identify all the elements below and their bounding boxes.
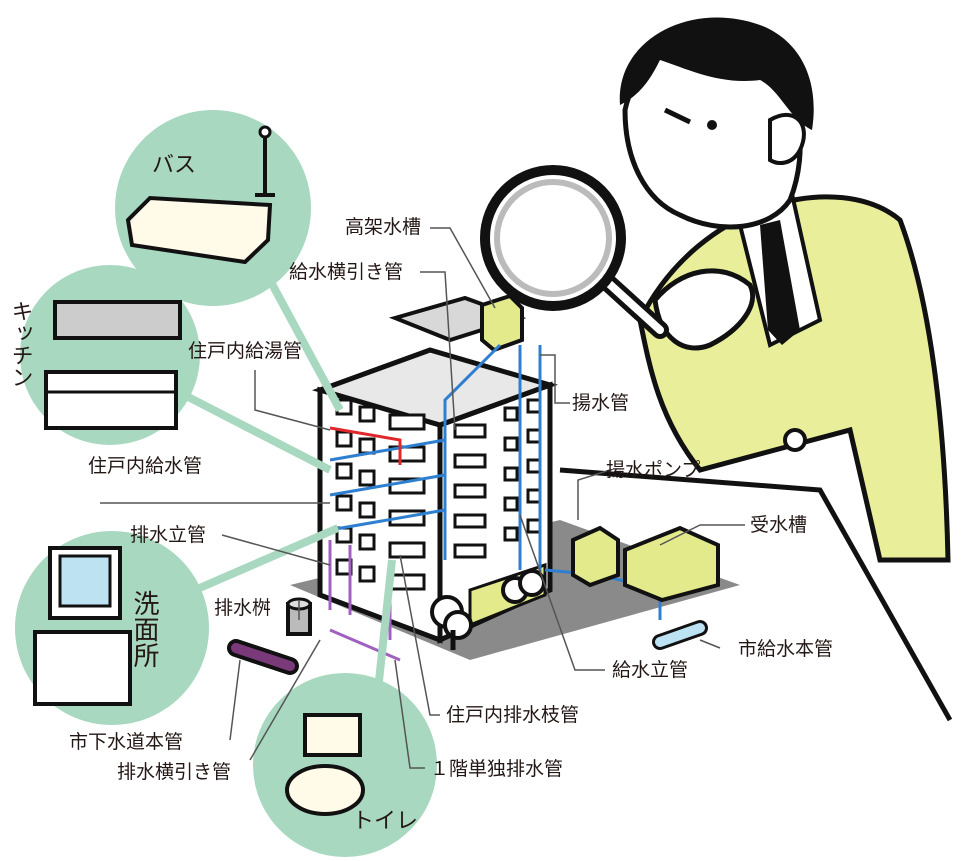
- man-hair: [619, 17, 814, 130]
- label-unit-water-supply-pipe: 住戸内給水管: [88, 455, 202, 477]
- toilet-label: トイレ: [352, 809, 418, 834]
- label-supply-horizontal-pipe: 給水横引き管: [289, 261, 403, 283]
- kitchen-label: キッチン: [8, 300, 33, 388]
- label-city-water-main: 市給水本管: [738, 638, 833, 660]
- tree-icon: [430, 595, 473, 650]
- bath-label: バス: [152, 153, 196, 178]
- desk-edge: [559, 467, 953, 722]
- label-drain-vertical-pipe: 排水立管: [130, 524, 206, 546]
- inspector-man: [559, 17, 953, 722]
- leader-lines: [100, 227, 745, 769]
- receiving-tank: [623, 525, 720, 603]
- building-roof: [311, 347, 559, 428]
- bath-circle: バス: [115, 110, 344, 412]
- magnifying-glass-icon: [480, 165, 669, 339]
- label-unit-hot-water-pipe: 住戸内給湯管: [188, 340, 302, 362]
- toilet-circle: トイレ: [253, 559, 437, 857]
- windows-front: [335, 398, 426, 591]
- pumping-pump: [571, 525, 620, 588]
- city-sewer-main: [227, 639, 299, 675]
- man-eye: [707, 120, 717, 130]
- label-supply-vertical-pipe: 給水立管: [612, 659, 688, 681]
- unit-hot-water-pipe: [329, 426, 402, 465]
- man-ear: [768, 112, 806, 165]
- washroom-circle: 洗面所: [15, 524, 340, 725]
- label-city-sewer-main: 市下水道本管: [69, 731, 183, 753]
- toilet-icon: [285, 713, 365, 816]
- city-water-main: [652, 620, 708, 650]
- label-elevated-tank: 高架水槽: [345, 216, 421, 238]
- unit-water-pipes: [329, 438, 446, 532]
- washbasin-icon: [33, 546, 132, 706]
- jacket-button: [783, 428, 807, 452]
- label-pumping-pipe: 揚水管: [572, 392, 629, 414]
- drain-pipes: [328, 540, 401, 662]
- label-drain-horizontal-pipe: 排水横引き管: [117, 761, 231, 783]
- label-drain-basin: 排水桝: [214, 597, 271, 619]
- label-unit-drain-branch-pipe: 住戸内排水枝管: [446, 704, 579, 726]
- supply-horizontal-pipe: [443, 343, 502, 560]
- elevated-tank: [480, 293, 524, 353]
- label-pumping-pump: 揚水ポンプ: [606, 459, 700, 481]
- kitchen-icon: [44, 300, 182, 430]
- man-eyebrow: [663, 107, 692, 125]
- man-hand: [652, 268, 756, 351]
- kitchen-circle: キッチン: [8, 265, 332, 474]
- washroom-label: 洗面所: [129, 590, 159, 668]
- shrub-icon: [501, 569, 546, 604]
- label-receiving-tank: 受水槽: [750, 514, 807, 536]
- man-tie: [760, 220, 800, 345]
- label-first-floor-single-drain: １階単独排水管: [430, 758, 563, 780]
- bathtub-icon: [125, 125, 275, 265]
